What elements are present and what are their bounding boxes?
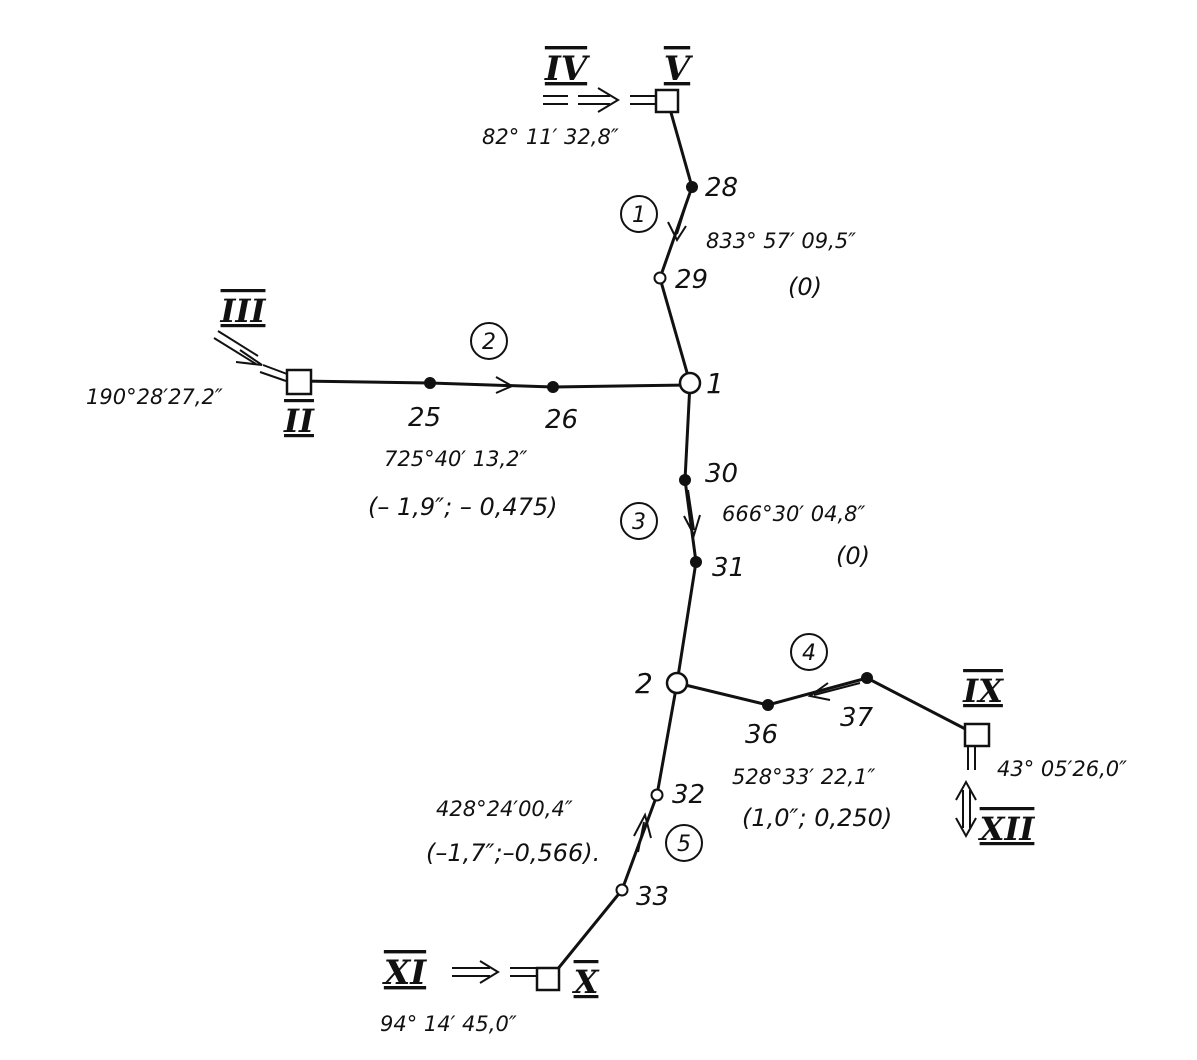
point-28-dot [686,181,698,193]
traverse-3-line [675,381,698,685]
correction-traverse-5: (–1,7″;–0,566). [426,839,600,867]
arrow-IV-V [543,87,656,113]
arrow-III-II [213,330,288,382]
label-III: III [220,292,267,330]
arrow-traverse-1 [667,191,691,243]
label-point-31: 31 [712,553,745,583]
traverse-number-5: 5 [677,832,691,857]
open-points [615,271,667,897]
point-33-circle [615,883,629,897]
roman-labels: IV V III II IX XII XI X [220,49,1036,1001]
label-XII: XII [978,810,1036,848]
station-X-square [535,966,561,992]
point-26-dot [547,381,559,393]
label-point-33: 33 [636,882,669,912]
filled-points [424,181,873,711]
label-point-30: 30 [705,459,738,489]
traverse-number-3: 3 [632,510,646,535]
sum-traverse-3: 666°30′ 04,8″ [722,502,866,526]
traverse-number-2: 2 [482,330,496,355]
label-point-36: 36 [745,720,778,750]
arrow-traverse-2 [469,376,515,394]
sum-traverse-4: 528°33′ 22,1″ [732,765,876,789]
direction-arrows [469,191,861,853]
angle-X: 94° 14′ 45,0″ [380,1012,517,1036]
traverse-number-1: 1 [632,203,646,228]
station-IX-square [963,722,991,748]
sum-traverse-5: 428°24′00,4″ [436,797,573,821]
correction-traverse-4: (1,0″; 0,250) [742,804,892,832]
label-point-25: 25 [408,403,441,433]
label-point-2: 2 [635,667,653,700]
arrow-traverse-4 [807,682,861,701]
label-point-29: 29 [675,265,708,295]
orientation-arrows [213,87,977,984]
label-II: II [283,402,315,440]
arrow-IX-XII [955,746,977,839]
label-V: V [664,49,694,89]
correction-traverse-2: (– 1,9″; – 0,475) [368,493,558,521]
label-point-28: 28 [705,173,738,203]
label-point-1: 1 [706,367,724,400]
point-36-dot [762,699,774,711]
point-25-dot [424,377,436,389]
arrow-traverse-3 [683,489,701,538]
point-29-circle [653,271,667,285]
correction-traverse-3: (0) [836,542,870,570]
label-X: X [572,963,600,1001]
station-II-square [285,368,313,396]
station-angles: 82° 11′ 32,8″ 190°28′27,2″ 43° 05′26,0″ … [86,125,1127,1036]
label-point-32: 32 [672,780,705,810]
station-V-square [654,88,680,114]
traverse-number-4: 4 [802,641,816,666]
label-point-26: 26 [545,405,578,435]
angle-IX: 43° 05′26,0″ [997,757,1127,781]
label-point-37: 37 [840,703,874,733]
point-37-dot [861,672,873,684]
node-2-circle [665,671,689,695]
traverse-4-line [675,676,979,737]
label-XI: XI [382,953,427,993]
label-IV: IV [544,49,591,89]
point-labels: 28 29 1 25 26 30 31 2 36 37 32 33 [408,173,874,912]
nodal-points [665,371,702,695]
correction-traverse-1: (0) [788,273,822,301]
arrow-XI-X [452,960,537,984]
point-31-dot [690,556,702,568]
traverse-1-line [658,100,694,385]
sum-traverse-2: 725°40′ 13,2″ [384,447,528,471]
arrow-traverse-5 [633,812,652,853]
traverse-number-circles: 1 2 3 4 5 [470,195,828,862]
point-32-circle [650,788,664,802]
sum-traverse-1: 833° 57′ 09,5″ [706,229,856,253]
label-IX: IX [962,672,1004,710]
node-1-circle [678,371,702,395]
traverse-sums: 833° 57′ 09,5″ (0) 725°40′ 13,2″ (– 1,9″… [368,229,892,867]
traverse-5-line [546,681,679,983]
point-30-dot [679,474,691,486]
angle-II: 190°28′27,2″ [86,385,223,409]
angle-V: 82° 11′ 32,8″ [482,125,619,149]
fixed-stations [285,88,991,992]
